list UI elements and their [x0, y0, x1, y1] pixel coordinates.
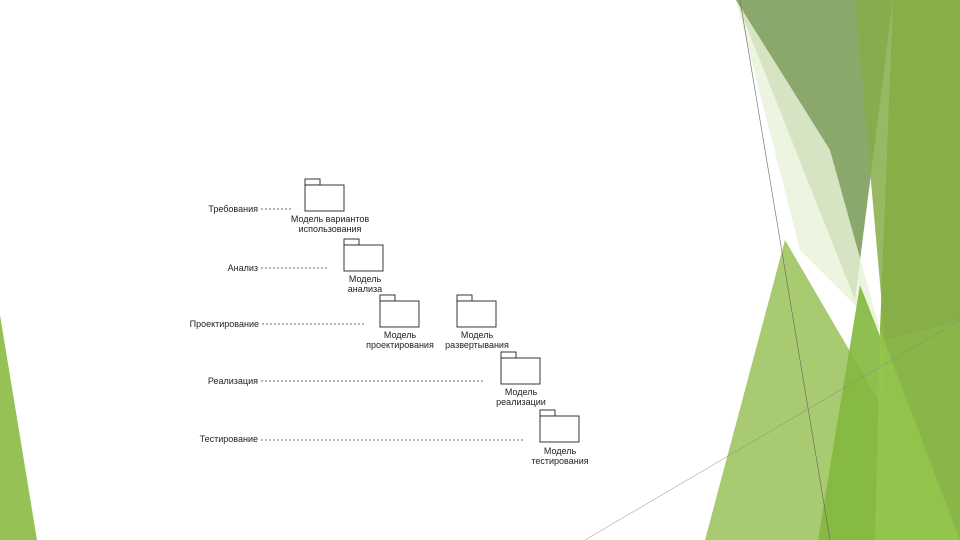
stage-label-analysis: Анализ	[228, 263, 258, 273]
package-label-analysis-model: Модель анализа	[325, 274, 405, 294]
package-label-line2: использования	[278, 224, 382, 234]
stage-label-requirements: Требования	[208, 204, 258, 214]
package-label-line2: тестирования	[515, 456, 605, 466]
package-label-line1: Модель	[515, 446, 605, 456]
package-icon-implementation-model	[501, 352, 540, 384]
package-icon-analysis-model	[344, 239, 383, 271]
package-label-line1: Модель	[476, 387, 566, 397]
package-label-line2: анализа	[325, 284, 405, 294]
package-label-line1: Модель	[432, 330, 522, 340]
package-label-line2: развертывания	[432, 340, 522, 350]
package-label-implementation-model: Модель реализации	[476, 387, 566, 407]
package-label-usecase-model: Модель вариантов использования	[278, 214, 382, 234]
stage-label-testing: Тестирование	[200, 434, 258, 444]
stage-label-implementation: Реализация	[208, 376, 258, 386]
package-icon-deployment-model	[457, 295, 496, 327]
package-icon-test-model	[540, 410, 579, 442]
package-label-line1: Модель вариантов	[278, 214, 382, 224]
package-label-deployment-model: Модель развертывания	[432, 330, 522, 350]
package-icon-design-model	[380, 295, 419, 327]
package-icon-usecase-model	[305, 179, 344, 211]
stage-label-design: Проектирование	[190, 319, 259, 329]
package-label-test-model: Модель тестирования	[515, 446, 605, 466]
package-label-line2: реализации	[476, 397, 566, 407]
package-label-line1: Модель	[325, 274, 405, 284]
